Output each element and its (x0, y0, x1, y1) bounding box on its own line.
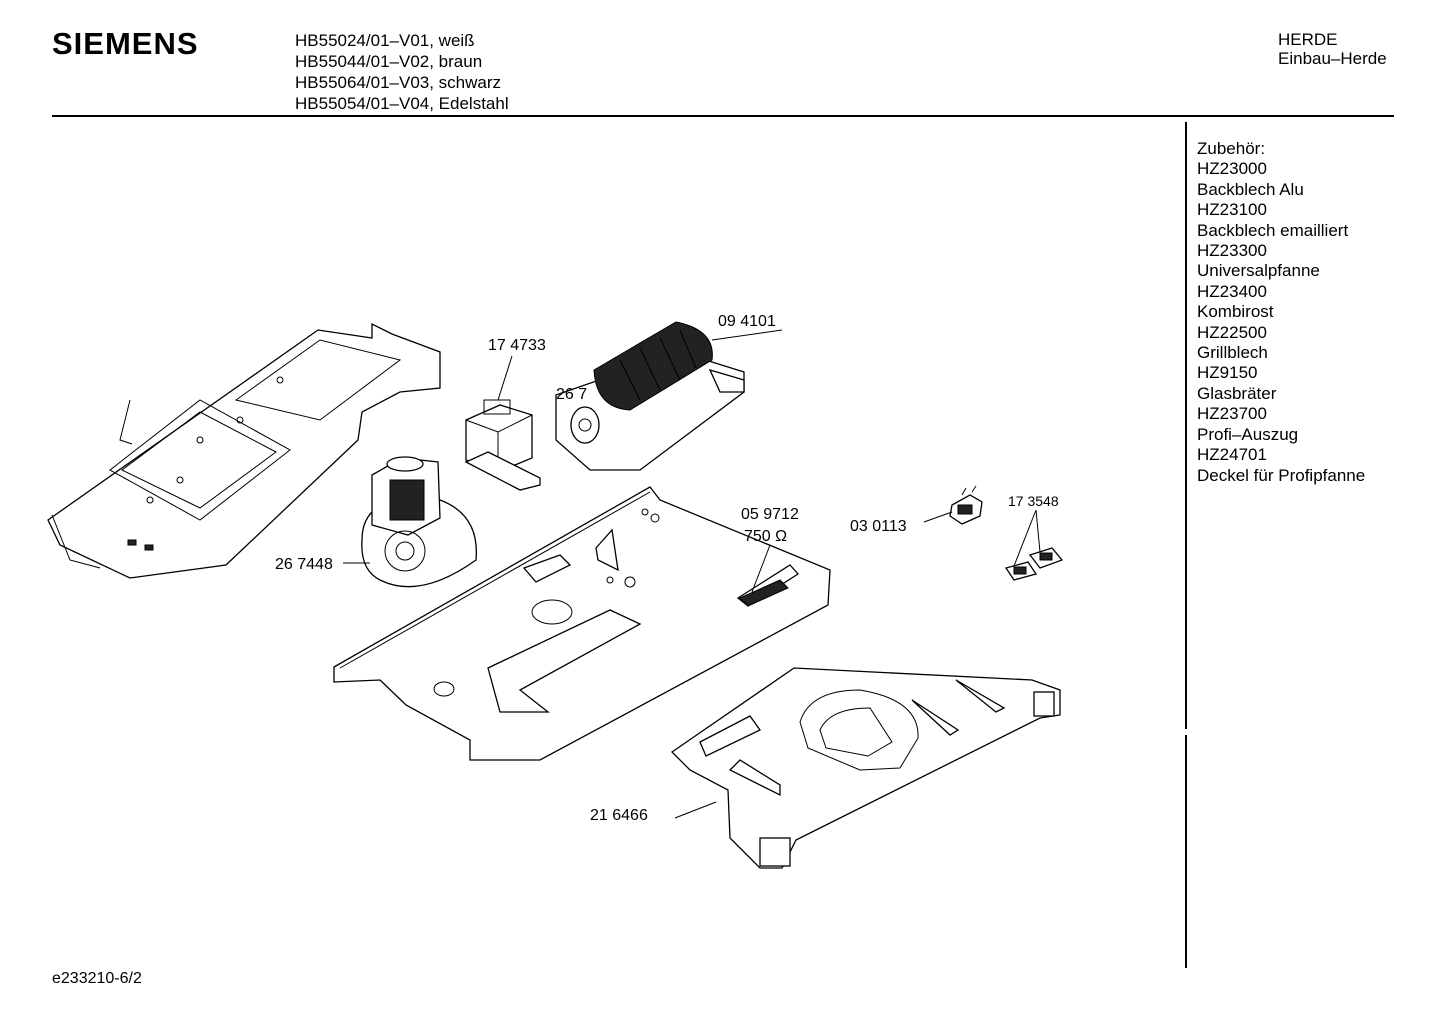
document-id: e233210-6/2 (52, 970, 142, 987)
label-switch: 03 0113 (850, 518, 907, 535)
accessory-line: HZ23400 (1197, 281, 1267, 301)
model-list: HB55024/01–V01, weiß HB55044/01–V02, bra… (295, 30, 509, 114)
accessory-line: Universalpfanne (1197, 261, 1320, 281)
label-resistor-number: 05 9712 (741, 506, 799, 523)
category-title: HERDE (1278, 30, 1338, 49)
label-blower-motor: 26 7448 (275, 556, 333, 573)
accessory-line: HZ22500 (1197, 322, 1267, 342)
model-line: HB55044/01–V02, braun (295, 52, 483, 71)
brand-logo: SIEMENS (52, 26, 199, 61)
accessory-line: Kombirost (1197, 302, 1274, 322)
tangential-fan-part (555, 321, 745, 471)
accessory-line: Profi–Auszug (1197, 424, 1299, 444)
label-hidden-partial: 26 7 (556, 386, 587, 403)
category-block: HERDE Einbau–Herde (1278, 30, 1387, 68)
accessory-line: HZ24701 (1197, 445, 1267, 465)
label-bottom-tray: 21 6466 (590, 807, 648, 824)
chassis-top-plate (47, 322, 441, 579)
switch-part (949, 485, 983, 525)
accessory-line: HZ23700 (1197, 404, 1267, 424)
blower-motor-part (361, 456, 478, 588)
leader-lines (343, 329, 1041, 819)
category-subtitle: Einbau–Herde (1278, 49, 1387, 68)
accessory-line: HZ23000 (1197, 159, 1267, 179)
accessory-line: Backblech Alu (1197, 179, 1304, 199)
accessory-line: HZ23300 (1197, 241, 1267, 261)
sidebar-divider-lower (1185, 735, 1187, 968)
sidebar-divider-upper (1185, 122, 1187, 729)
accessory-line: Deckel für Profipfanne (1197, 465, 1366, 485)
accessory-line: HZ23100 (1197, 200, 1267, 220)
label-sensor-pair: 17 3548 (1008, 493, 1059, 509)
label-transformer: 17 4733 (488, 337, 546, 354)
sensor-pair-part (1004, 547, 1064, 581)
accessory-line: Grillblech (1197, 343, 1268, 363)
accessory-line: Zubehör: (1197, 139, 1266, 158)
transformer-part (464, 399, 541, 491)
model-line: HB55024/01–V01, weiß (295, 31, 475, 50)
accessory-line: Backblech emailliert (1197, 220, 1349, 240)
bottom-tray-part (670, 667, 1061, 869)
label-resistor-value: 750 Ω (744, 528, 787, 545)
model-line: HB55064/01–V03, schwarz (295, 73, 502, 92)
resistor-part (739, 579, 789, 607)
accessory-line: Glasbräter (1197, 383, 1277, 403)
accessories-list: Zubehör: HZ23000 Backblech Alu HZ23100 B… (1197, 139, 1365, 486)
header-divider (52, 115, 1394, 117)
exploded-parts-diagram: 09 4101 17 4733 26 7 26 7448 05 9712 750… (47, 313, 1064, 869)
model-line: HB55054/01–V04, Edelstahl (295, 94, 509, 113)
accessory-line: HZ9150 (1197, 363, 1258, 383)
label-fan-tangential: 09 4101 (718, 313, 776, 330)
